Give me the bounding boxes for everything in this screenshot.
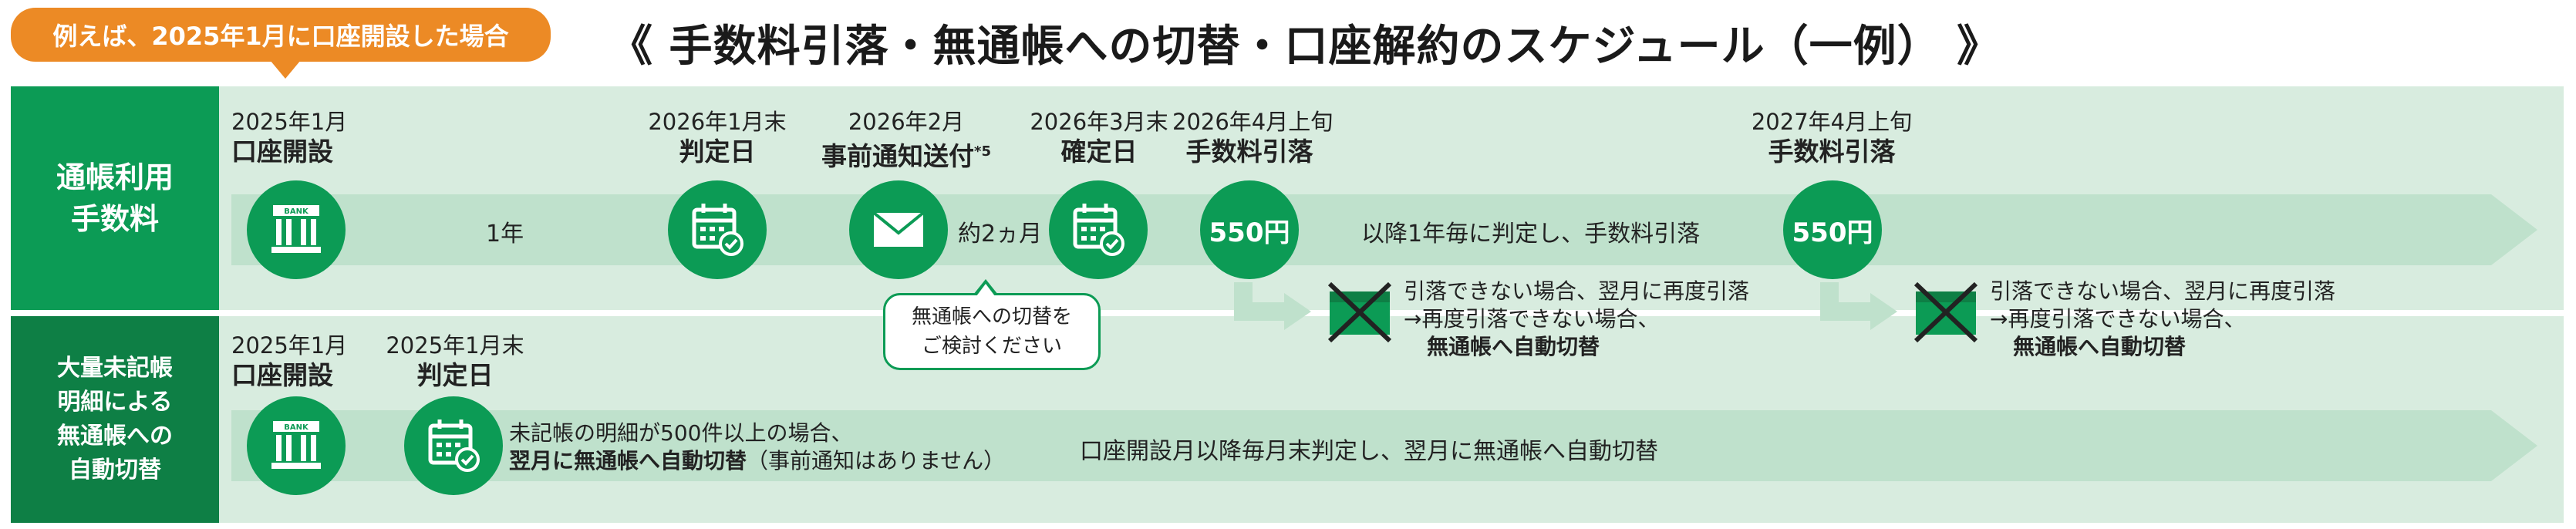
t1-fee-label: 2026年4月上旬 手数料引落 <box>1172 109 1334 167</box>
fail-arrow-1-head <box>1284 293 1311 330</box>
fail-arrow-1 <box>1234 282 1288 321</box>
calendar-check-icon <box>1073 204 1124 256</box>
t1-notice-label: 2026年2月 事前通知送付*5 <box>821 109 991 171</box>
t1-notice-circle <box>849 180 948 279</box>
t1-after-text: 以降1年毎に判定し、手数料引落 <box>1361 221 1701 248</box>
t1-bank-icon-circle: BANK <box>247 180 346 279</box>
t1-fail-note-1: 引落できない場合、翌月に再度引落 →再度引落できない場合、 無通帳へ自動切替 <box>1404 278 1750 359</box>
bank-icon: BANK <box>271 205 321 253</box>
t1-fee2-label: 2027年4月上旬 手数料引落 <box>1751 109 1913 167</box>
no-passbook-icon <box>1913 281 1978 343</box>
t1-confirm-label: 2026年3月末 確定日 <box>1030 109 1168 167</box>
t1-price-2: 550円 <box>1783 180 1882 279</box>
example-tag: 例えば、2025年1月に口座開設した場合 <box>11 8 551 62</box>
t1-judge-label: 2026年1月末 判定日 <box>648 109 787 167</box>
t1-confirm-circle <box>1049 180 1148 279</box>
no-passbook-icon <box>1327 281 1392 343</box>
timeline1-arrow <box>231 194 2537 265</box>
t1-fail-note-2: 引落できない場合、翌月に再度引落 →再度引落できない場合、 無通帳へ自動切替 <box>1990 278 2336 359</box>
svg-text:BANK: BANK <box>284 423 309 432</box>
timeline2-arrow <box>231 410 2537 481</box>
t1-open-label: 2025年1月 口座開設 <box>231 109 348 167</box>
t2-bank-icon-circle: BANK <box>247 396 346 495</box>
calendar-check-icon <box>428 419 480 472</box>
t1-span-2months: 約2ヵ月 <box>958 221 1043 248</box>
row-label-unrecorded: 大量未記帳 明細による 無通帳への 自動切替 <box>11 316 219 523</box>
t1-span-1year: 1年 <box>486 221 524 248</box>
example-tag-pointer <box>270 60 301 79</box>
page-title: 《 手数料引落・無通帳への切替・口座解約のスケジュール（一例） 》 <box>609 21 2001 72</box>
t1-price-1: 550円 <box>1200 180 1299 279</box>
mail-icon <box>872 211 925 247</box>
passbook-switch-bubble: 無通帳への切替をご検討ください <box>883 293 1101 370</box>
t2-judge-label: 2025年1月末 判定日 <box>386 332 524 390</box>
row-label-passbook-fee: 通帳利用手数料 <box>11 86 219 310</box>
bank-icon: BANK <box>271 421 321 469</box>
t1-judge-circle <box>668 180 767 279</box>
t2-note: 未記帳の明細が500件以上の場合、 翌月に無通帳へ自動切替（事前通知はありません… <box>509 420 1006 473</box>
bubble-pointer-inner <box>976 284 995 296</box>
t2-judge-circle <box>404 396 503 495</box>
fail-arrow-2-head <box>1870 293 1897 330</box>
t2-open-label: 2025年1月 口座開設 <box>231 332 348 390</box>
calendar-check-icon <box>692 204 743 256</box>
fail-arrow-2 <box>1820 282 1874 321</box>
svg-text:BANK: BANK <box>284 207 309 216</box>
t2-after-text: 口座開設月以降毎月末判定し、翌月に無通帳へ自動切替 <box>1080 438 1658 465</box>
